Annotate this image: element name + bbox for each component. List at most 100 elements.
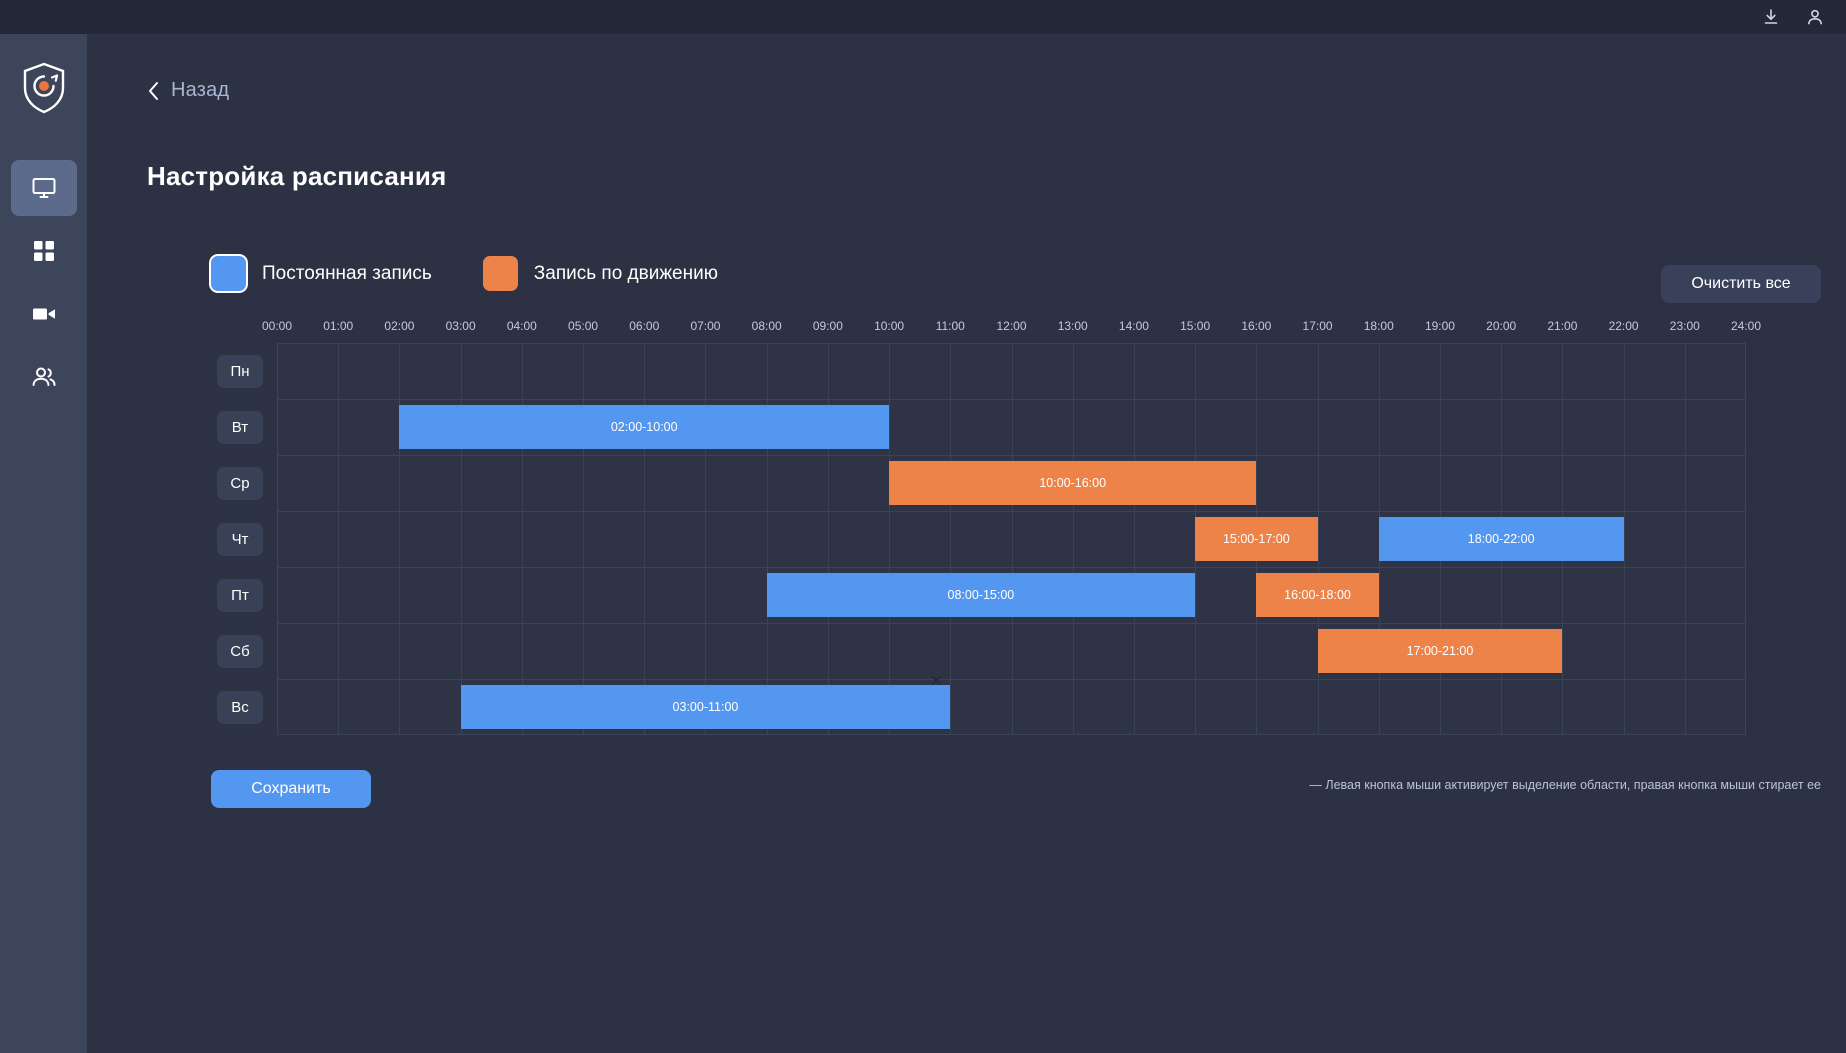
day-label-0[interactable]: Пн: [217, 354, 263, 388]
grid-vline: [1133, 343, 1135, 735]
schedule-block-close-icon[interactable]: ✕: [929, 672, 943, 690]
grid-vline: [1317, 343, 1319, 735]
day-label-6[interactable]: Вс: [217, 690, 263, 724]
back-label: Назад: [171, 79, 230, 101]
time-tick: 10:00: [874, 319, 905, 333]
schedule-block-label: 17:00-21:00: [1406, 644, 1474, 658]
grid-vline: [827, 343, 829, 735]
grid-vline: [1623, 343, 1625, 735]
time-tick: 12:00: [996, 319, 1027, 333]
grid-hline: [277, 679, 1746, 680]
day-label-3[interactable]: Чт: [217, 522, 263, 556]
page-title: Настройка расписания: [147, 161, 447, 191]
day-label-4[interactable]: Пт: [217, 578, 263, 612]
grid-vline: [1745, 343, 1746, 735]
schedule-block-label: 08:00-15:00: [947, 588, 1015, 602]
day-label-5[interactable]: Сб: [217, 634, 263, 668]
legend-continuous-recording[interactable]: Постоянная запись: [211, 256, 432, 291]
schedule-block[interactable]: 03:00-11:00 ✕: [460, 674, 951, 729]
legend-label-continuous: Постоянная запись: [262, 262, 432, 284]
grid-hline: [277, 343, 1746, 344]
sidebar-item-apps[interactable]: [11, 223, 77, 279]
download-icon[interactable]: [1760, 6, 1782, 28]
grid-hline: [277, 623, 1746, 624]
grid-vline: [399, 343, 401, 735]
top-bar: [0, 0, 1846, 34]
time-tick: 05:00: [568, 319, 599, 333]
time-tick: 06:00: [629, 319, 660, 333]
time-tick: 13:00: [1057, 319, 1088, 333]
schedule-block-label: 18:00-22:00: [1467, 532, 1535, 546]
grid-hline: [277, 734, 1746, 735]
legend-motion-recording[interactable]: Запись по движению: [482, 256, 718, 291]
save-button[interactable]: Сохранить: [211, 770, 371, 808]
sidebar-item-monitor[interactable]: [10, 160, 77, 216]
grid-hline: [277, 511, 1746, 512]
schedule-block[interactable]: 08:00-15:00: [766, 573, 1196, 617]
grid-vline: [705, 343, 707, 735]
grid-vline: [766, 343, 768, 735]
legend: Постоянная запись Запись по движению: [211, 256, 718, 291]
back-button[interactable]: Назад: [147, 79, 229, 102]
grid-vline: [1684, 343, 1686, 735]
usage-hint: — Левая кнопка мыши активирует выделение…: [1309, 778, 1821, 792]
time-tick: 19:00: [1424, 319, 1455, 333]
chevron-left-icon: [147, 81, 162, 101]
grid-vline: [889, 343, 891, 735]
schedule-block[interactable]: 10:00-16:00: [889, 461, 1257, 505]
time-tick: 01:00: [323, 319, 354, 333]
main-content: Назад Настройка расписания Постоянная за…: [87, 34, 1846, 1053]
day-label-2[interactable]: Ср: [217, 466, 263, 500]
time-tick: 02:00: [384, 319, 415, 333]
time-tick: 00:00: [261, 319, 293, 333]
time-tick: 07:00: [690, 319, 721, 333]
schedule-block[interactable]: 15:00-17:00: [1195, 517, 1318, 561]
schedule-block-label: 15:00-17:00: [1222, 532, 1290, 546]
time-tick: 22:00: [1608, 319, 1639, 333]
time-tick: 04:00: [506, 319, 537, 333]
grid-vline: [521, 343, 523, 735]
schedule-canvas[interactable]: 02:00-10:00 10:00-16:00 15:00-17:00 18:00-2…: [277, 343, 1746, 735]
schedule-block[interactable]: 02:00-10:00: [399, 405, 890, 449]
time-tick: 09:00: [812, 319, 843, 333]
time-tick: 20:00: [1486, 319, 1517, 333]
time-tick: 08:00: [751, 319, 782, 333]
day-label-1[interactable]: Вт: [217, 410, 263, 444]
time-tick: 18:00: [1363, 319, 1394, 333]
time-tick: 14:00: [1118, 319, 1149, 333]
grid-vline: [644, 343, 646, 735]
sidebar-item-camera[interactable]: [11, 286, 77, 342]
sidebar: [0, 34, 87, 1053]
time-tick: 17:00: [1302, 319, 1333, 333]
schedule-block-label: 02:00-10:00: [610, 420, 678, 434]
clear-all-button[interactable]: Очистить все: [1661, 265, 1821, 303]
grid-hline: [277, 399, 1746, 400]
grid-vline: [338, 343, 340, 735]
schedule-block[interactable]: 17:00-21:00: [1317, 629, 1563, 673]
time-tick: 11:00: [935, 319, 965, 333]
time-tick: 24:00: [1730, 319, 1762, 333]
grid-vline: [950, 343, 952, 735]
schedule-block[interactable]: 16:00-18:00: [1256, 573, 1379, 617]
time-tick: 23:00: [1669, 319, 1700, 333]
legend-label-motion: Запись по движению: [533, 262, 718, 284]
grid-vline: [583, 343, 585, 735]
legend-swatch-continuous[interactable]: [211, 256, 246, 291]
schedule-block-label: 03:00-11:00: [672, 700, 739, 714]
grid-vline: [1011, 343, 1013, 735]
legend-swatch-motion[interactable]: [482, 256, 518, 291]
time-tick: 21:00: [1547, 319, 1578, 333]
sidebar-item-users[interactable]: [11, 349, 77, 405]
user-account-icon[interactable]: [1804, 6, 1826, 28]
grid-vline: [277, 343, 278, 735]
grid-vline: [1072, 343, 1074, 735]
time-tick: 15:00: [1180, 319, 1211, 333]
schedule-block-label: 16:00-18:00: [1284, 588, 1351, 602]
grid-vline: [460, 343, 462, 735]
schedule-block[interactable]: 18:00-22:00: [1378, 517, 1624, 561]
brand-shield-logo[interactable]: [18, 60, 70, 116]
grid-hline: [277, 567, 1746, 568]
